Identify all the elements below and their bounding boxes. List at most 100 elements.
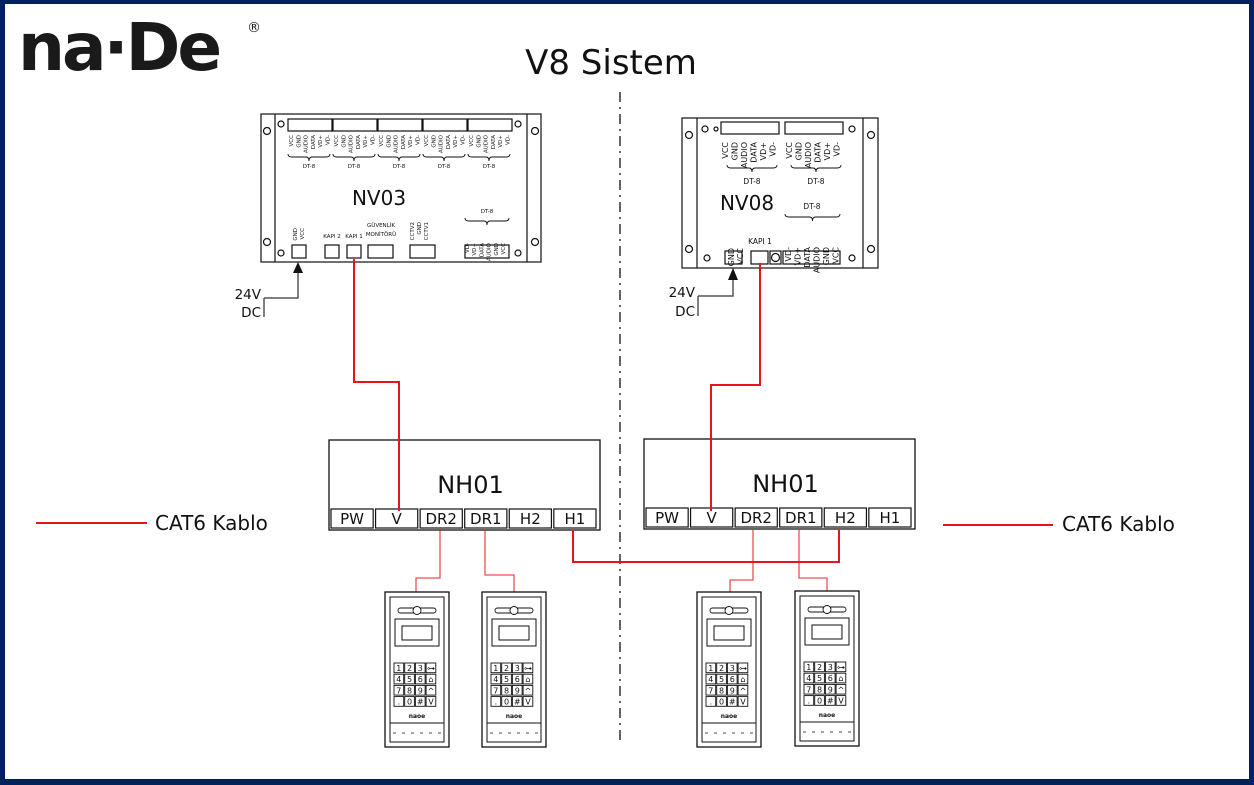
keypad-key xyxy=(425,662,437,674)
keypad-key-label: 7 xyxy=(806,685,811,694)
terminal-pin-label: VCC xyxy=(424,135,430,147)
terminal-pin-label: VD+ xyxy=(363,135,369,148)
keypad-key xyxy=(814,683,825,695)
nv08-monitor-unit xyxy=(681,117,879,269)
keypad-key-label: . xyxy=(398,698,401,707)
terminal-pin-label: VD+ xyxy=(453,135,459,148)
terminal-pin-label: VCC xyxy=(736,248,745,265)
kapi1-label: KAPI 1 xyxy=(345,234,362,240)
terminal-pin-label: AUDIO xyxy=(394,134,400,153)
keypad-key-label: # xyxy=(827,697,834,706)
keypad-key xyxy=(501,684,512,696)
bell-icon: ⌂ xyxy=(740,675,745,684)
keypad-key xyxy=(404,662,415,674)
keypad-key-label: 4 xyxy=(806,674,811,683)
terminal-pin-label: VCC xyxy=(334,135,340,147)
keypad-key-label: # xyxy=(514,698,521,707)
security-monitor-label-2: MONİTÖRÜ xyxy=(366,231,396,238)
terminal-pin-label: AUDIO xyxy=(349,134,355,153)
hub-port-v xyxy=(374,508,419,529)
keypad-key-label: 2 xyxy=(719,664,724,673)
keypad-key xyxy=(835,661,847,673)
keypad-key xyxy=(522,684,534,696)
keypad-key-label: V xyxy=(525,698,531,707)
keypad-key xyxy=(490,684,502,696)
terminal-pin-label: GND xyxy=(822,247,831,265)
keypad-key-label: 5 xyxy=(817,674,822,683)
hub-port-pw xyxy=(330,508,374,529)
camera-icon xyxy=(509,606,519,615)
key-icon: ⊶ xyxy=(837,663,845,672)
keypad-key xyxy=(737,673,749,685)
keypad-key-label: 2 xyxy=(504,664,509,673)
keypad-key xyxy=(511,673,523,685)
dt8-group-label: DT-8 xyxy=(481,209,494,215)
hub-name: NH01 xyxy=(752,470,819,498)
keypad-key-label: 1 xyxy=(396,664,401,673)
terminal-pin-label: VD+ xyxy=(794,247,803,265)
terminal-pin-label: AUDIO xyxy=(487,242,493,261)
keypad-key xyxy=(393,684,405,696)
panel-brand: naoe xyxy=(819,712,836,719)
keypad-key xyxy=(726,662,738,674)
hub-port-h2 xyxy=(823,507,868,528)
hub-name: NH01 xyxy=(437,471,504,499)
terminal-pin-label: AUDIO xyxy=(740,142,749,168)
keypad-key xyxy=(835,672,847,684)
nade-logo: na·De ® xyxy=(18,9,261,86)
terminal-pin-label: GND xyxy=(293,228,299,241)
security-monitor-label-1: GÜVENLİK xyxy=(367,222,395,229)
keypad-key xyxy=(705,696,717,707)
terminal-pin-label: VD+ xyxy=(408,135,414,148)
hub-port-label: H1 xyxy=(565,510,586,528)
dt8-terminal-block xyxy=(332,118,378,132)
keypad-key xyxy=(425,696,437,707)
terminal-pin-label: GND xyxy=(476,135,482,148)
terminal-pin-label: VD+ xyxy=(498,135,504,148)
keypad-key-label: 5 xyxy=(719,675,724,684)
keypad-key xyxy=(414,684,426,696)
keypad-key-label: 1 xyxy=(708,664,713,673)
keypad-key xyxy=(414,673,426,685)
keypad-key xyxy=(803,683,815,695)
keypad-key xyxy=(414,696,426,707)
dt8-brace xyxy=(332,153,376,162)
keypad-key xyxy=(705,673,717,685)
cctv-pin-label: GND xyxy=(417,222,423,235)
keypad-key xyxy=(404,684,415,696)
keypad-key xyxy=(404,673,415,685)
terminal-pin-label: VD- xyxy=(371,135,377,145)
nv03-monitor-unit xyxy=(260,113,542,263)
terminal-pin-label: AUDIO xyxy=(439,134,445,153)
keypad-key-label: 0 xyxy=(719,698,724,707)
cctv-pin-label: CCTV2 xyxy=(410,222,416,240)
terminal-pin-label: VD- xyxy=(326,135,332,145)
keypad-key-label: . xyxy=(495,698,498,707)
keypad-key xyxy=(737,684,749,696)
keypad-key xyxy=(814,672,825,684)
kapi2-label: KAPI 2 xyxy=(323,234,340,240)
terminal-pin-label: GND xyxy=(431,135,437,148)
terminal-pin-label: VCC xyxy=(501,243,507,255)
keypad-key xyxy=(824,661,836,673)
keypad-key xyxy=(737,662,749,674)
terminal-pin-label: DATA xyxy=(311,135,317,149)
keypad-key xyxy=(803,672,815,684)
keypad-key xyxy=(425,684,437,696)
cable-hub-h1-to-hub-h2 xyxy=(572,530,840,563)
keypad-key xyxy=(393,662,405,674)
keypad-key-label: 2 xyxy=(407,664,412,673)
keypad-key-label: V xyxy=(740,698,746,707)
hub-port-label: PW xyxy=(340,510,364,528)
camera-icon xyxy=(822,605,832,614)
keypad-key-label: 7 xyxy=(396,686,401,695)
keypad-key-label: 0 xyxy=(407,698,412,707)
keypad-key-label: V xyxy=(838,697,844,706)
terminal-pin-label: VCC xyxy=(832,247,841,264)
keypad-key xyxy=(726,684,738,696)
keypad-key xyxy=(501,673,512,685)
